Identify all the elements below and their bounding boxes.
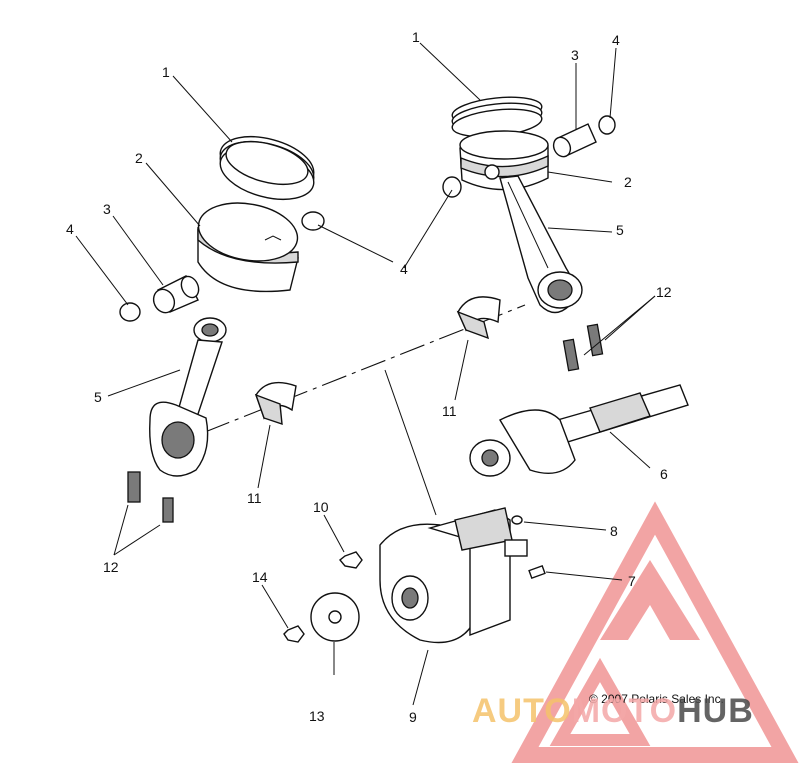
callout-11-left: 11 [247,490,262,506]
wrist-pin-left [152,275,200,314]
bearing-shell-upper [456,296,501,340]
rod-bolts-right [562,323,604,372]
wrist-pin-right [552,123,597,158]
callout-5-left: 5 [94,389,102,405]
circlip-right-outer [598,115,616,135]
callout-7: 7 [628,573,636,589]
callout-2-left: 2 [135,150,143,166]
piston-left [197,202,299,293]
callout-3-left: 3 [103,201,111,217]
callout-3-right: 3 [571,47,579,63]
watermark-logo [511,501,799,763]
copyright-text: © 2007 Polaris Sales Inc. [589,692,724,706]
callout-1-left: 1 [162,64,170,80]
leader-lines [75,42,656,706]
callout-9: 9 [409,709,417,725]
callout-4-right: 4 [612,32,620,48]
key-8 [511,515,523,525]
callout-1-right: 1 [412,29,420,45]
callout-labels: 1 2 3 4 4 1 3 4 2 5 5 11 11 12 12 6 10 8… [66,29,672,725]
watermark-moto: MOTO [572,692,677,730]
watermark-auto: AUTO [472,692,572,730]
callout-14: 14 [252,569,268,585]
piston-right [459,130,549,191]
callout-4-middle: 4 [400,261,408,277]
circlip-right-inner [442,176,462,198]
connecting-rod-right [499,175,583,314]
callout-4-left: 4 [66,221,74,237]
callout-13: 13 [309,708,325,724]
callout-12-right: 12 [656,284,672,300]
watermark-text: AUTOMOTOHUB [472,692,754,730]
bolt-14 [283,625,305,643]
callout-8: 8 [610,523,618,539]
crankshaft [379,507,528,644]
connecting-rod-left [149,317,227,477]
callout-6: 6 [660,466,668,482]
watermark-hub: HUB [677,692,754,730]
circlip-left-outer [119,302,141,322]
callout-11-right: 11 [442,403,457,419]
circlip-left-inner [301,211,325,231]
callout-2-right: 2 [624,174,632,190]
callout-5-right: 5 [616,222,624,238]
rod-bolts-left [127,471,174,523]
callout-10: 10 [313,499,329,515]
pin-7 [528,564,546,580]
svg-text:AUTOMOTOHUB: AUTOMOTOHUB [472,692,754,730]
nut-10 [339,551,363,569]
piston-rings-right [451,96,543,138]
balance-shaft [469,384,689,477]
piston-rings-left [219,135,315,201]
bearing-shell-lower [254,381,297,426]
callout-12-left: 12 [103,559,119,575]
gear-13 [310,592,360,642]
